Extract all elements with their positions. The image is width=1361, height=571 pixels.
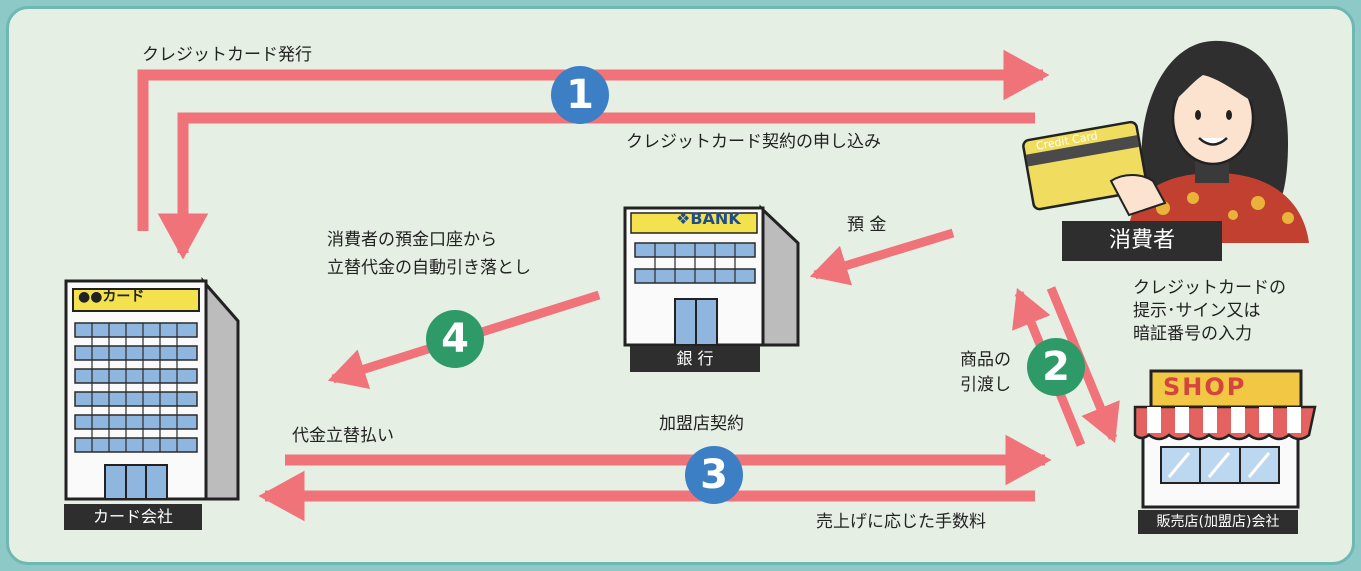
label-card-issue: クレジットカード発行: [142, 45, 312, 65]
shop-sign: SHOP: [1163, 373, 1247, 401]
step-2-number: 2: [1042, 344, 1070, 390]
shop-building: [1133, 369, 1317, 509]
bank-building: [623, 204, 800, 347]
label-deposit: 預 金: [847, 215, 887, 235]
label-present-line2: 提示･サイン又は: [1133, 301, 1261, 321]
shop-caption: 販売店(加盟店)会社: [1138, 510, 1298, 534]
label-merchant-contract: 加盟店契約: [659, 414, 744, 434]
step-3-circle: 3: [685, 446, 743, 504]
bank-caption: 銀 行: [630, 346, 760, 372]
bank-sign: ❖BANK: [676, 209, 741, 228]
label-present-line3: 暗証番号の入力: [1133, 324, 1252, 344]
flow-diagram: [64, 40, 1317, 522]
card-company-caption: カード会社: [64, 504, 202, 530]
label-advance-payment: 代金立替払い: [292, 426, 394, 446]
step-1-circle: 1: [551, 66, 609, 124]
arrow-card-issue: [137, 49, 1050, 231]
label-goods-line2: 引渡し: [960, 375, 1011, 395]
card-company-building: [64, 277, 240, 501]
label-commission: 売上げに応じた手数料: [816, 512, 986, 532]
arrow-card-application: [157, 112, 1035, 260]
arrow-deposit: [809, 228, 955, 286]
label-auto-debit-line2: 立替代金の自動引き落とし: [327, 258, 531, 278]
step-1-number: 1: [566, 72, 594, 118]
label-card-application: クレジットカード契約の申し込み: [626, 132, 881, 152]
diagram-panel: [6, 6, 1355, 565]
step-4-circle: 4: [426, 310, 484, 368]
consumer-caption: 消費者: [1062, 221, 1222, 261]
step-4-number: 4: [441, 316, 469, 362]
step-3-number: 3: [700, 452, 728, 498]
card-company-sign: ●●カード: [78, 289, 145, 305]
step-2-circle: 2: [1027, 338, 1085, 396]
label-goods-line1: 商品の: [960, 350, 1011, 370]
label-auto-debit-line1: 消費者の預金口座から: [327, 230, 497, 250]
label-present-line1: クレジットカードの: [1133, 278, 1286, 298]
